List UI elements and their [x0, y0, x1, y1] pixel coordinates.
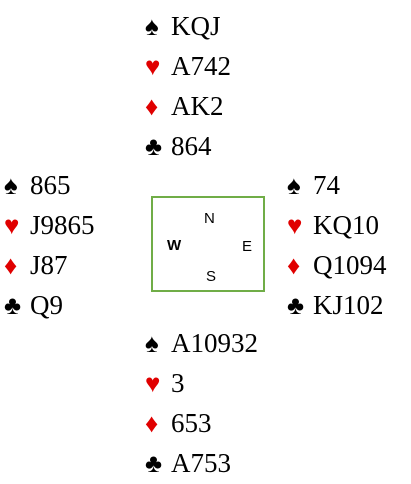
south-hearts-row: ♥3	[145, 363, 185, 403]
heart-icon: ♥	[145, 52, 161, 81]
east-hearts-cards: KQ10	[313, 210, 379, 240]
diamond-icon: ♦	[4, 251, 18, 280]
spade-icon: ♠	[145, 329, 159, 358]
compass-north-label: N	[204, 210, 215, 227]
club-icon: ♣	[145, 449, 163, 478]
west-spades-row: ♠ 865	[4, 165, 71, 205]
south-spades-row: ♠ A10932	[145, 323, 258, 363]
east-diamonds-row: ♦ Q1094	[287, 245, 387, 285]
west-hearts-row: ♥ J9865	[4, 205, 95, 245]
north-diamonds-cards: AK2	[171, 91, 224, 121]
north-hearts-cards: A742	[171, 51, 231, 81]
west-hearts-cards: J9865	[30, 210, 95, 240]
club-icon: ♣	[145, 132, 163, 161]
east-clubs-cards: KJ102	[313, 290, 384, 320]
spade-icon: ♠	[145, 12, 159, 41]
spade-icon: ♠	[4, 171, 18, 200]
north-diamonds-row: ♦ AK2	[145, 86, 224, 126]
compass-west-label: W	[167, 237, 182, 254]
west-diamonds-cards: J87	[30, 250, 68, 280]
heart-icon: ♥	[4, 211, 20, 240]
compass-east-label: E	[242, 238, 253, 255]
north-clubs-row: ♣ 864	[145, 126, 212, 166]
north-hearts-row: ♥ A742	[145, 46, 231, 86]
north-spades-row: ♠ KQJ	[145, 6, 221, 46]
north-clubs-cards: 864	[171, 131, 212, 161]
west-clubs-row: ♣ Q9	[4, 285, 63, 325]
spade-icon: ♠	[287, 171, 301, 200]
east-spades-row: ♠ 74	[287, 165, 340, 205]
south-spades-cards: A10932	[171, 328, 258, 358]
west-spades-cards: 865	[30, 170, 71, 200]
club-icon: ♣	[287, 291, 305, 320]
diamond-icon: ♦	[145, 409, 159, 438]
east-clubs-row: ♣ KJ102	[287, 285, 384, 325]
north-spades-cards: KQJ	[171, 11, 221, 41]
heart-icon: ♥	[287, 211, 303, 240]
east-hearts-row: ♥ KQ10	[287, 205, 379, 245]
west-diamonds-row: ♦ J87	[4, 245, 68, 285]
south-diamonds-row: ♦ 653	[145, 403, 212, 443]
compass-south-label: S	[206, 268, 217, 285]
south-clubs-row: ♣ A753	[145, 443, 231, 483]
south-hearts-cards: 3	[171, 368, 185, 398]
south-diamonds-cards: 653	[171, 408, 212, 438]
compass-box: N W E S	[151, 196, 265, 292]
west-clubs-cards: Q9	[30, 290, 63, 320]
east-diamonds-cards: Q1094	[313, 250, 387, 280]
diamond-icon: ♦	[287, 251, 301, 280]
heart-icon: ♥	[145, 369, 161, 398]
club-icon: ♣	[4, 291, 22, 320]
diamond-icon: ♦	[145, 92, 159, 121]
east-spades-cards: 74	[313, 170, 340, 200]
south-clubs-cards: A753	[171, 448, 231, 478]
